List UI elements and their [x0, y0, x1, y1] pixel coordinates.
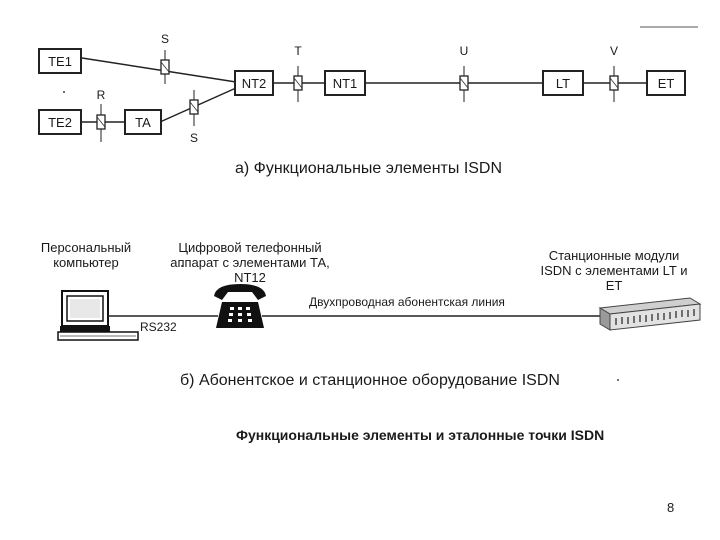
- pc-icon: [57, 290, 139, 341]
- link-te1-nt2: [81, 57, 237, 83]
- figure-title: Функциональные элементы и эталонные точк…: [236, 427, 605, 443]
- pc-label: Персональный компьютер: [40, 240, 132, 270]
- ref-label-r: R: [96, 88, 106, 102]
- block-te1: TE1: [38, 48, 82, 74]
- block-nt2: NT2: [234, 70, 274, 96]
- phone-label: Цифровой телефонный аппарат с элементами…: [170, 240, 330, 285]
- station-label: Станционные модули ISDN с элементами LT …: [540, 248, 688, 293]
- ref-marker-s-bottom: [189, 90, 199, 126]
- station-module-icon: [598, 297, 702, 331]
- block-et: ET: [646, 70, 686, 96]
- page-number: 8: [667, 500, 675, 515]
- speck: [617, 379, 619, 381]
- ref-label-v: V: [609, 44, 618, 58]
- caption-part-a: а) Функциональные элементы ISDN: [235, 160, 503, 177]
- block-ta: TA: [124, 109, 162, 135]
- speck: [63, 91, 65, 93]
- telephone-icon: [214, 284, 266, 328]
- line-label: Двухпроводная абонентская линия: [309, 295, 505, 309]
- ref-marker-v: [609, 66, 619, 102]
- ref-label-s-bottom: S: [189, 131, 198, 145]
- interface-label: RS232: [140, 320, 177, 334]
- ref-label-u: U: [459, 44, 469, 58]
- ref-marker-t: [293, 66, 303, 102]
- block-lt: LT: [542, 70, 584, 96]
- block-nt1: NT1: [324, 70, 366, 96]
- ref-marker-s-top: [160, 50, 170, 84]
- ref-label-s-top: S: [160, 32, 169, 46]
- ref-marker-r: [96, 104, 106, 142]
- caption-part-b: б) Абонентское и станционное оборудовани…: [180, 372, 560, 389]
- ref-label-t: T: [294, 44, 302, 58]
- block-te2: TE2: [38, 109, 82, 135]
- speck: [181, 265, 183, 267]
- ref-marker-u: [459, 66, 469, 102]
